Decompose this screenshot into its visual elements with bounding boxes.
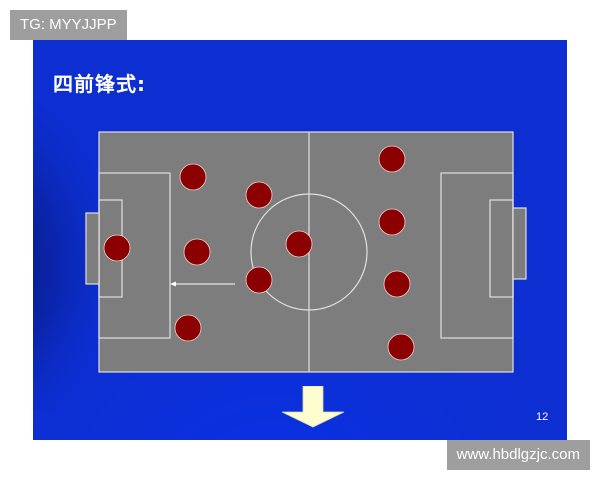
center-circle bbox=[250, 193, 368, 311]
slide: 四前锋式: bbox=[33, 40, 567, 440]
player-forward-4 bbox=[387, 333, 415, 361]
down-arrow-icon bbox=[281, 386, 345, 428]
player-goalkeeper bbox=[103, 234, 131, 262]
watermark-tag: TG: MYYJJPP bbox=[10, 10, 127, 40]
player-left-back bbox=[179, 163, 207, 191]
slide-title: 四前锋式: bbox=[53, 72, 146, 96]
player-midfielder-2 bbox=[245, 266, 273, 294]
player-midfielder-3 bbox=[285, 230, 313, 258]
player-forward-2 bbox=[378, 208, 406, 236]
player-forward-3 bbox=[383, 270, 411, 298]
watermark-site: www.hbdlgzjc.com bbox=[446, 440, 590, 470]
left-goal bbox=[85, 212, 100, 285]
player-forward-1 bbox=[378, 145, 406, 173]
movement-arrow bbox=[170, 281, 235, 287]
player-midfielder-1 bbox=[245, 181, 273, 209]
player-center-back-1 bbox=[183, 238, 211, 266]
right-goal bbox=[512, 207, 527, 280]
soccer-pitch-diagram bbox=[85, 131, 527, 373]
players bbox=[103, 145, 415, 361]
slide-page-number: 12 bbox=[536, 411, 549, 423]
player-right-back bbox=[174, 314, 202, 342]
